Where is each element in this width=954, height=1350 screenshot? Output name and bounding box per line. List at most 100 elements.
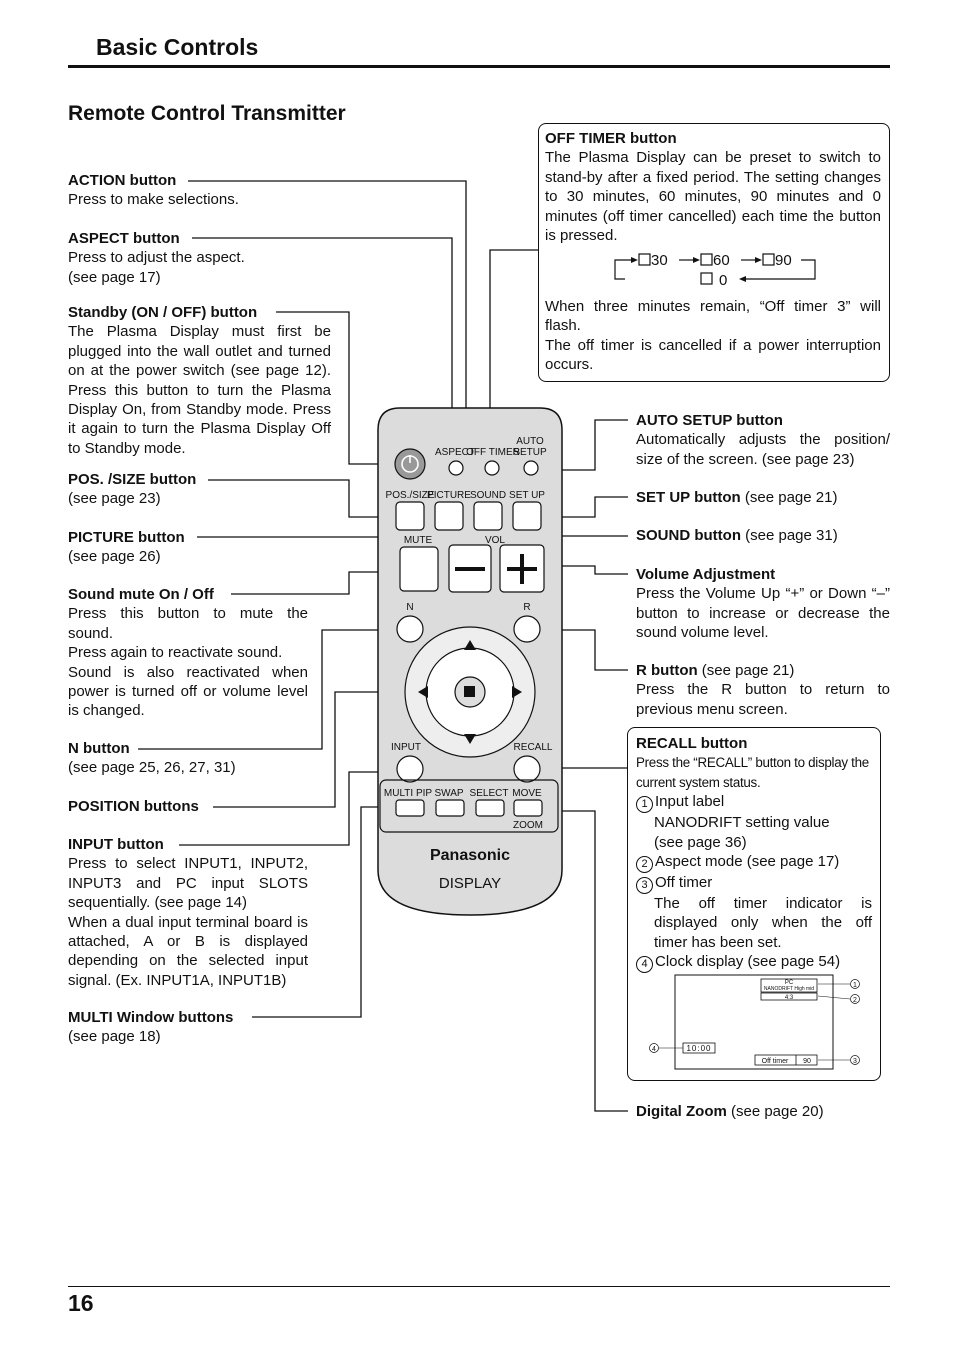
input-label: INPUT button: [68, 836, 164, 853]
picture-label: PICTURE button: [68, 529, 185, 546]
remote-offtimer-label: OFF TIMER: [466, 447, 520, 458]
possize-label: POS. /SIZE button: [68, 471, 197, 488]
remote-picture-label: PICTURE: [427, 490, 471, 501]
standby-block: Standby (ON / OFF) button The Plasma Dis…: [68, 303, 331, 458]
possize-desc: (see page 23): [68, 490, 161, 508]
remote-brand-label: Panasonic: [430, 847, 510, 864]
sound-block: SOUND button (see page 31): [636, 526, 838, 545]
volume-desc: Press the Volume Up “+” or Down “–” butt…: [636, 585, 890, 642]
input-desc1: Press to select INPUT1, INPUT2, INPUT3 a…: [68, 855, 308, 912]
cycle-30: 30: [651, 252, 668, 269]
offtimer-cycle-diagram: 30 60 90 0: [614, 252, 816, 289]
autosetup-block: AUTO SETUP button Automatically adjusts …: [636, 411, 890, 469]
r-label: R button: [636, 662, 698, 679]
action-block: ACTION button Press to make selections.: [68, 171, 239, 210]
screen-marker-2: 2: [853, 997, 857, 1004]
n-block: N button (see page 25, 26, 27, 31): [68, 739, 236, 778]
cycle-90: 90: [775, 252, 792, 269]
r-desc: Press the R button to return to previous…: [636, 681, 890, 718]
recall-box: RECALL button Press the “RECALL” button …: [627, 727, 881, 1081]
picture-desc: (see page 26): [68, 548, 161, 566]
standby-label: Standby (ON / OFF) button: [68, 304, 258, 321]
aspect-page: (see page 17): [68, 268, 161, 286]
picture-block: PICTURE button (see page 26): [68, 528, 185, 567]
aspect-desc: Press to adjust the aspect.: [68, 249, 245, 267]
position-label: POSITION buttons: [68, 798, 199, 815]
offtimer-note1: When three minutes remain, “Off timer 3”…: [545, 297, 881, 335]
page-title: Remote Control Transmitter: [68, 102, 346, 125]
remote-aspect-label: ASPECT: [435, 447, 475, 458]
remote-recall-label: RECALL: [514, 742, 553, 753]
remote-move-label: MOVE: [512, 788, 542, 799]
mute-desc1: Press this button to mute the sound.: [68, 605, 308, 642]
sound-desc: (see page 31): [740, 527, 838, 544]
remote-auto-label: AUTO: [516, 436, 544, 447]
screen-timer-value: 90: [803, 1058, 811, 1065]
offtimer-label: OFF TIMER button: [545, 130, 677, 147]
remote-select-label: SELECT: [470, 788, 509, 799]
recall-label: RECALL button: [636, 735, 748, 752]
cycle-0: 0: [719, 272, 727, 289]
recall-num-3: 3: [636, 877, 653, 895]
screen-input: PC: [785, 980, 794, 986]
mute-desc3: Sound is also reactivated when power is …: [68, 663, 308, 720]
setup-block: SET UP button (see page 21): [636, 488, 837, 507]
volume-label: Volume Adjustment: [636, 566, 776, 583]
n-desc: (see page 25, 26, 27, 31): [68, 759, 236, 777]
recall-desc: Press the “RECALL” button to display the…: [636, 755, 869, 790]
zoom-label: Digital Zoom: [636, 1103, 727, 1120]
aspect-label: ASPECT button: [68, 230, 180, 247]
standby-desc: The Plasma Display must first be plugged…: [68, 323, 331, 457]
action-desc: Press to make selections.: [68, 191, 239, 209]
remote-zoom-label: ZOOM: [513, 820, 543, 831]
remote-r-label: R: [523, 602, 530, 613]
screen-clock: 10:00: [686, 1044, 711, 1053]
action-label: ACTION button: [68, 172, 177, 189]
sound-label: SOUND button: [636, 527, 741, 544]
setup-label: SET UP button: [636, 489, 741, 506]
footer-rule: [68, 1286, 890, 1287]
recall-num-1: 1: [636, 796, 653, 814]
input-block: INPUT button Press to select INPUT1, INP…: [68, 835, 308, 990]
mute-desc2: Press again to reactivate sound.: [68, 644, 283, 662]
screen-marker-4: 4: [652, 1046, 656, 1053]
screen-timer-label: Off timer: [762, 1058, 789, 1065]
recall-item-page: (see page 36): [654, 833, 747, 851]
recall-screen-diagram: PC NANODRIFT High mid 4:3 10:00 Off time…: [649, 974, 860, 1070]
mute-label: Sound mute On / Off: [68, 586, 214, 603]
remote-setup-label: SETUP: [513, 447, 547, 458]
remote-mute-label: MUTE: [404, 535, 433, 546]
off-timer-box: OFF TIMER button The Plasma Display can …: [538, 123, 890, 382]
section-title: Basic Controls: [96, 34, 259, 60]
volume-block: Volume Adjustment Press the Volume Up “+…: [636, 565, 890, 643]
autosetup-desc: Automatically adjusts the position/ size…: [636, 431, 890, 468]
page-number: 16: [68, 1290, 94, 1316]
multi-label: MULTI Window buttons: [68, 1009, 234, 1026]
offtimer-desc: The Plasma Display can be preset to swit…: [545, 149, 881, 245]
recall-num-4: 4: [636, 956, 653, 974]
multi-block: MULTI Window buttons (see page 18): [68, 1008, 233, 1047]
remote-input-label: INPUT: [391, 742, 421, 753]
screen-marker-1: 1: [853, 982, 857, 989]
setup-desc: (see page 21): [740, 489, 838, 506]
r-block: R button (see page 21) Press the R butto…: [636, 661, 890, 719]
offtimer-note2: The off timer is cancelled if a power in…: [545, 336, 881, 374]
autosetup-label: AUTO SETUP button: [636, 412, 783, 429]
remote-setup2-label: SET UP: [509, 490, 545, 501]
remote-multipip-label: MULTI PIP: [384, 788, 432, 799]
n-label: N button: [68, 740, 130, 757]
leader-lines: [138, 180, 628, 1112]
screen-marker-3: 3: [853, 1058, 857, 1065]
remote-possize-label: POS./SIZE: [386, 490, 435, 501]
aspect-block: ASPECT button Press to adjust the aspect…: [68, 229, 245, 287]
recall-num-2: 2: [636, 856, 653, 874]
recall-item-nanodrift: NANODRIFT setting value: [654, 814, 830, 832]
zoom-desc: (see page 20): [726, 1103, 824, 1120]
recall-item-timer-note: The off timer indicator is displayed onl…: [654, 895, 872, 951]
screen-aspect: 4:3: [785, 995, 794, 1001]
zoom-block: Digital Zoom (see page 20): [636, 1102, 824, 1121]
